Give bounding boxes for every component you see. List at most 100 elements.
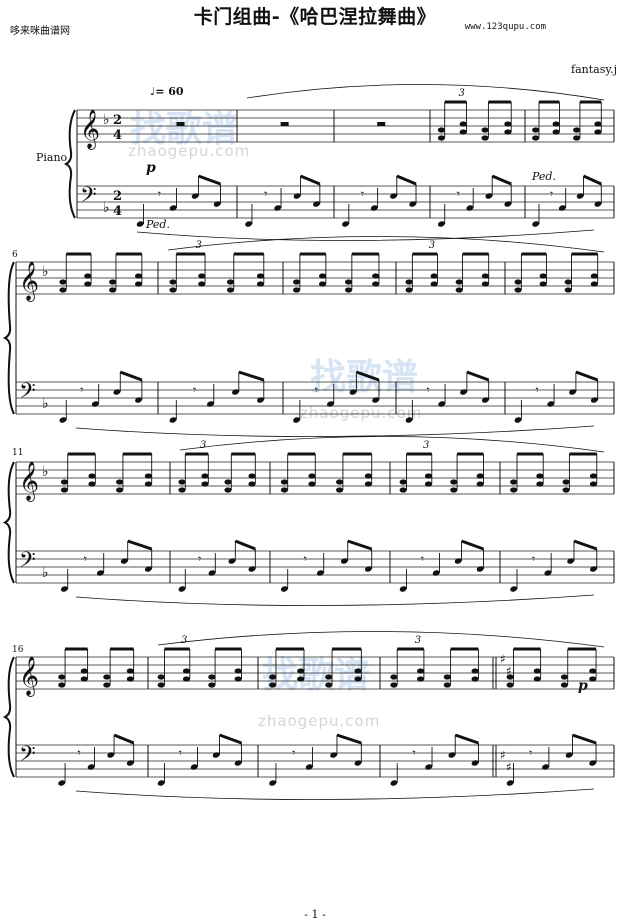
- treble-note: [336, 479, 344, 485]
- treble-note: [443, 682, 451, 688]
- treble-note: [455, 287, 463, 293]
- beam: [336, 733, 362, 745]
- beam: [113, 733, 135, 745]
- bass-note: [364, 566, 372, 572]
- bass-note: [208, 570, 216, 576]
- bass-note: [207, 401, 214, 407]
- eighth-rest: 𝄾: [264, 187, 267, 201]
- bass-note: [316, 570, 324, 576]
- treble-note: [297, 668, 305, 674]
- treble-note: [437, 135, 445, 141]
- treble-note: [476, 473, 484, 479]
- bass-note: [113, 389, 121, 395]
- bass-note: [169, 205, 177, 211]
- whole-rest: [176, 122, 185, 126]
- treble-note: [224, 487, 232, 493]
- beam: [234, 539, 256, 551]
- bass-note: [191, 193, 199, 199]
- treble-note: [134, 273, 143, 279]
- treble-clef: 𝄞: [19, 261, 39, 302]
- time-sig: 4: [113, 128, 122, 143]
- phrase-slur: [75, 788, 595, 800]
- treble-note: [506, 674, 514, 680]
- bass-clef: 𝄢: [19, 379, 36, 409]
- whole-rest: [280, 122, 289, 126]
- treble-note: [450, 487, 458, 493]
- eighth-rest: 𝄾: [532, 552, 535, 566]
- treble-note: [430, 273, 438, 279]
- bass-clef: 𝄢: [19, 742, 36, 772]
- grand-staff-brace: [63, 109, 76, 219]
- time-sig: 4: [113, 204, 122, 219]
- treble-note: [318, 273, 327, 279]
- bass-note: [213, 201, 221, 207]
- treble-note: [280, 487, 288, 493]
- treble-note: [437, 127, 445, 133]
- eighth-rest: 𝄾: [179, 746, 182, 760]
- bass-note: [342, 221, 350, 227]
- bass-note: [293, 193, 301, 199]
- treble-note: [471, 676, 479, 682]
- treble-note: [234, 676, 242, 682]
- treble-note: [269, 674, 277, 680]
- tempo-marking: ♩= 60: [150, 85, 184, 98]
- beam: [197, 174, 222, 186]
- treble-note: [424, 473, 433, 479]
- treble-note: [590, 273, 598, 279]
- eighth-rest: 𝄾: [536, 383, 539, 397]
- treble-note: [88, 473, 96, 479]
- treble-note: [88, 481, 96, 487]
- bass-note: [405, 417, 413, 423]
- beam: [238, 370, 265, 382]
- bass-note: [542, 764, 550, 770]
- bass-note: [136, 221, 144, 227]
- bass-note: [576, 193, 584, 199]
- treble-note: [169, 279, 177, 285]
- watermark-brand-1: 找歌谱: [130, 109, 239, 150]
- treble-note: [364, 473, 372, 479]
- bass-note: [135, 397, 143, 403]
- treble-note: [308, 481, 316, 487]
- treble-note: [59, 287, 67, 293]
- treble-note: [430, 281, 438, 287]
- treble-note: [169, 287, 177, 293]
- treble-note: [157, 682, 165, 688]
- treble-note: [589, 668, 597, 674]
- beam: [119, 370, 143, 382]
- beam: [347, 539, 373, 551]
- bass-note: [532, 221, 540, 227]
- bass-note: [590, 397, 598, 403]
- beam: [460, 539, 485, 551]
- bass-note: [466, 205, 474, 211]
- pedal-mark: Ped.: [146, 218, 170, 231]
- treble-note: [533, 668, 541, 674]
- treble-note: [178, 487, 186, 493]
- treble-note: [198, 281, 206, 287]
- bass-note: [157, 780, 165, 786]
- bass-note: [190, 764, 198, 770]
- time-sig: 2: [113, 113, 122, 128]
- treble-note: [589, 473, 598, 479]
- treble-note: [564, 279, 572, 285]
- key-flat: ♭: [42, 464, 49, 480]
- watermark-domain-3: zhaogepu.com: [258, 712, 381, 730]
- bass-note: [257, 397, 264, 403]
- treble-note: [344, 279, 353, 285]
- treble-note: [280, 479, 288, 485]
- eighth-rest: 𝄾: [421, 552, 424, 566]
- measure-number-11: 11: [12, 448, 24, 458]
- bass-note: [340, 558, 348, 564]
- treble-note: [594, 129, 602, 135]
- bass-note: [212, 752, 220, 758]
- bass-note: [471, 760, 479, 766]
- bass-note: [409, 201, 417, 207]
- treble-note: [471, 668, 479, 674]
- treble-note: [292, 279, 301, 285]
- site-url: www.123qupu.com: [464, 22, 546, 32]
- bass-note: [558, 205, 566, 211]
- bass-note: [313, 201, 321, 207]
- bass-note: [326, 401, 334, 407]
- melody-slur: [246, 84, 605, 101]
- treble-note: [510, 479, 518, 485]
